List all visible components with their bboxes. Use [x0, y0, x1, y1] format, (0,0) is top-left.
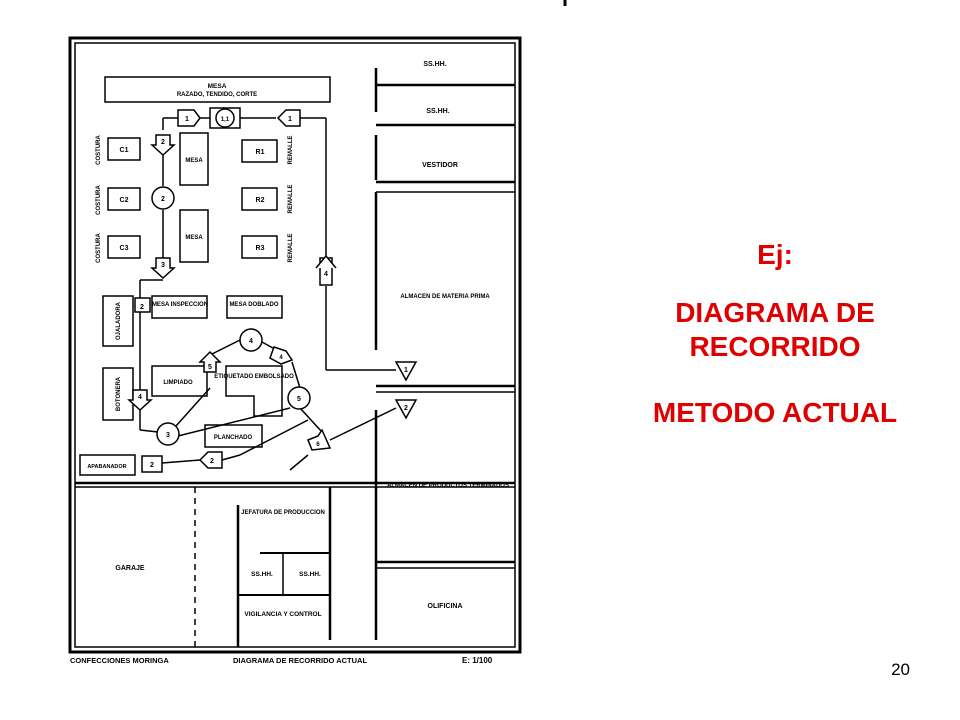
symbol-op-combined: 1,1 — [221, 117, 230, 123]
footer-company: CONFECCIONES MORINGA — [70, 656, 169, 665]
room-label-garaje: GARAJE — [115, 565, 145, 572]
symbol-circle-5: 5 — [297, 396, 301, 403]
floor-plan-diagram: MESA RAZADO, TENDIDO, CORTE SS.HH. SS.HH… — [68, 0, 567, 665]
symbol-storage-1: 1 — [404, 367, 408, 374]
room-label-sshh-2: SS.HH. — [426, 108, 449, 115]
symbol-op-1: 1 — [185, 116, 189, 123]
vertical-label-costura-3: COSTURA — [96, 233, 102, 263]
symbol-arrow-4-left: 4 — [138, 394, 142, 401]
symbol-arrow-1: 1 — [288, 116, 292, 123]
machine-label-r3: R3 — [256, 245, 265, 252]
symbol-box-2: 2 — [140, 304, 144, 311]
machine-label-r1: R1 — [256, 149, 265, 156]
room-label-sshh-1: SS.HH. — [423, 61, 446, 68]
table-label-inspeccion: MESA INSPECCION — [152, 302, 208, 308]
symbol-circle-2: 2 — [161, 196, 165, 203]
table-label-etiquetado: ETIQUETADO EMBOLSADO — [214, 374, 294, 380]
table-label-planchado: PLANCHADO — [214, 435, 253, 441]
room-label-jefatura: JEFATURA DE PRODUCCION — [241, 510, 325, 516]
symbol-arrow-2-bottom: 2 — [210, 458, 214, 465]
example-label: Ej: — [757, 239, 793, 270]
symbol-arrow-4-up: 4 — [324, 271, 328, 278]
vertical-label-remalle-1: REMALLE — [288, 136, 294, 165]
table-label-mesa-1: MESA — [185, 158, 203, 164]
machine-label-c2: C2 — [120, 197, 129, 204]
symbol-arrow-4-right: 4 — [279, 355, 283, 361]
symbol-circle-3: 3 — [166, 432, 170, 439]
room-label-vestidor: VESTIDOR — [422, 162, 458, 169]
room-label-almacen-productos: ALMACEN DE PRODUCTOS TERMINADOS — [387, 483, 509, 489]
vertical-label-remalle-3: REMALLE — [288, 234, 294, 263]
machine-label-r2: R2 — [256, 197, 265, 204]
room-label-vigilancia: VIGILANCIA Y CONTROL — [244, 611, 321, 618]
room-label-sshh-4: SS.HH. — [299, 571, 321, 578]
vertical-label-costura-1: COSTURA — [96, 135, 102, 165]
symbol-storage-2: 2 — [404, 405, 408, 412]
room-label-mesa-corte: MESA — [208, 83, 227, 90]
vertical-label-botonera: BOTONERA — [116, 376, 122, 411]
table-label-doblado: MESA DOBLADO — [229, 302, 278, 308]
table-label-mesa-2: MESA — [185, 235, 203, 241]
room-label-almacen-materia: ALMACEN DE MATERIA PRIMA — [400, 294, 490, 300]
machine-label-c1: C1 — [120, 147, 129, 154]
flow-path — [139, 117, 397, 471]
diagram-title: DIAGRAMA DE RECORRIDO — [675, 297, 875, 362]
symbol-arrow-5: 5 — [208, 364, 212, 371]
machine-label-c3: C3 — [120, 245, 129, 252]
table-label-limpiado: LIMPIADO — [163, 380, 193, 386]
vertical-label-ojaladora: OJALADORA — [116, 301, 122, 340]
table-label-apabanador: APABANADOR — [87, 464, 126, 470]
building-walls — [68, 0, 567, 654]
vertical-label-costura-2: COSTURA — [96, 185, 102, 215]
symbol-circle-4: 4 — [249, 338, 253, 345]
symbol-box-2-bottom: 2 — [150, 462, 154, 469]
symbol-arrow-3: 3 — [161, 262, 165, 269]
symbol-arrow-2: 2 — [161, 139, 165, 146]
vertical-label-remalle-2: REMALLE — [288, 185, 294, 214]
room-label-mesa-corte-sub: RAZADO, TENDIDO, CORTE — [177, 92, 257, 98]
page-number: 20 — [891, 660, 910, 679]
footer-scale: E: 1/100 — [462, 656, 493, 665]
method-subtitle: METODO ACTUAL — [652, 397, 898, 428]
symbol-arrow-6: 6 — [316, 442, 320, 448]
flow-symbols — [127, 107, 418, 473]
footer-diagram-name: DIAGRAMA DE RECORRIDO ACTUAL — [233, 656, 367, 665]
room-label-oficina: OLIFICINA — [428, 603, 463, 610]
work-stations — [79, 76, 331, 476]
room-label-sshh-3: SS.HH. — [251, 571, 273, 578]
